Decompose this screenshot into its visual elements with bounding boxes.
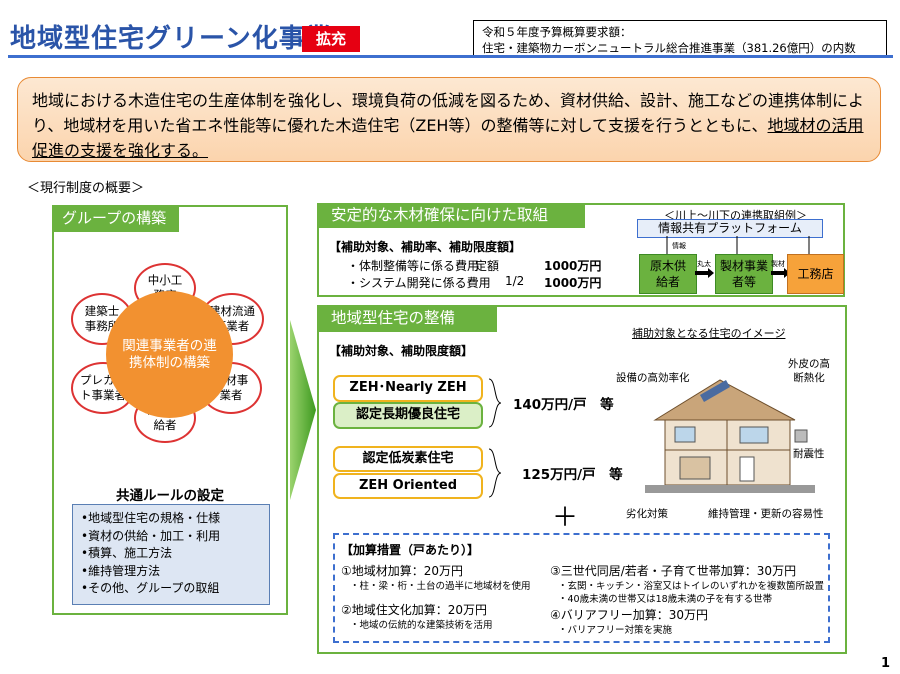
platform-box: 情報共有プラットフォーム <box>637 219 823 238</box>
image-title: 補助対象となる住宅のイメージ <box>632 327 786 340</box>
center-circle: 関連事業者の連携体制の構築 <box>106 291 233 418</box>
plus-sign: ＋ <box>552 503 579 533</box>
budget-line-2: 住宅・建築物カーボンニュートラル総合推進事業（381.26億円）の内数 <box>482 41 856 55</box>
label-insulation: 外皮の高断熱化 <box>788 358 830 384</box>
addon-note: ・柱・梁・桁・土台の過半に地域材を使用 <box>350 581 531 592</box>
flow-box-builder: 工務店 <box>787 254 844 294</box>
flow-arrow-icon <box>695 268 714 278</box>
wood-subtitle: 【補助対象、補助率、補助限度額】 <box>329 240 522 254</box>
intro-text: 地域における木造住宅の生産体制を強化し、環境負荷の低減を図るため、資材供給、設計… <box>32 91 865 135</box>
page-number: 1 <box>881 656 891 671</box>
budget-line-1: 令和５年度予算概算要求額： <box>482 25 632 39</box>
flow-arrow-icon <box>771 268 790 278</box>
rule-item: •維持管理方法 <box>81 563 161 578</box>
rule-item: •地域型住宅の規格・仕様 <box>81 511 221 525</box>
expansion-badge: 拡充 <box>302 26 360 52</box>
house-panel <box>317 305 847 654</box>
label-deterioration: 劣化対策 <box>626 508 668 520</box>
bracket-icon <box>488 378 502 428</box>
info-label: 情報 <box>672 242 686 250</box>
flow-box-label: 製材事業者等 <box>720 259 769 289</box>
rule-item: •積算、施工方法 <box>81 546 173 560</box>
addon-head: ②地域住文化加算：20万円 <box>341 603 488 617</box>
wood-row: ・体制整備等に係る費用 <box>347 257 479 274</box>
pill-low-carbon: 認定低炭素住宅 <box>333 446 483 472</box>
lumber-label: 製材 <box>771 260 785 268</box>
intro-box: 地域における木造住宅の生産体制を強化し、環境負荷の低減を図るため、資材供給、設計… <box>17 77 881 162</box>
pill-zeh-oriented: ZEH Oriented <box>333 473 483 499</box>
logs-label: 丸太 <box>697 260 711 268</box>
title-underline <box>8 55 893 58</box>
intro-emphasis: 地域材の活用促進の支援を強化する。 <box>32 116 864 160</box>
addons-title: 【加算措置（戸あたり）】 <box>341 543 480 557</box>
rules-title: 共通ルールの設定 <box>116 488 224 504</box>
addons-box <box>333 533 830 643</box>
house-illustration-icon <box>645 379 815 493</box>
label-equipment: 設備の高効率化 <box>616 372 690 384</box>
wood-row-rate: 定額 <box>475 259 500 273</box>
rules-box: •地域型住宅の規格・仕様 •資材の供給・加工・利用 •積算、施工方法 •維持管理… <box>72 504 270 605</box>
budget-box: 令和５年度予算概算要求額： 住宅・建築物カーボンニュートラル総合推進事業（381… <box>473 20 887 58</box>
wood-row-amount: 1000万円 <box>544 259 602 273</box>
right-arrow-icon <box>290 320 316 500</box>
wood-row-rate: 1/2 <box>505 274 525 288</box>
wood-row: ・システム開発に係る費用 <box>347 274 491 291</box>
center-label: 関連事業者の連携体制の構築 <box>122 337 217 371</box>
amount-125: 125万円/戸 等 <box>522 467 623 483</box>
group-title: グループの構築 <box>52 205 179 232</box>
pill-zeh: ZEH･Nearly ZEH <box>333 375 483 402</box>
addon-note: ・40歳未満の世帯又は18歳未満の子を有する世帯 <box>558 594 773 605</box>
house-subtitle: 【補助対象、補助限度額】 <box>329 344 474 358</box>
rule-item: •資材の供給・加工・利用 <box>81 528 221 543</box>
pill-long-term: 認定長期優良住宅 <box>333 402 483 429</box>
addon-head: ④バリアフリー加算：30万円 <box>550 608 709 622</box>
connector-lines <box>666 236 810 254</box>
rule-item: •その他、グループの取組 <box>81 581 220 595</box>
wood-title: 安定的な木材確保に向けた取組 <box>317 203 585 228</box>
amount-140: 140万円/戸 等 <box>513 397 614 413</box>
wood-row-label: ・システム開発に係る費用 <box>347 276 491 290</box>
house-title: 地域型住宅の整備 <box>317 305 497 332</box>
bracket-icon <box>488 448 502 498</box>
addon-head: ①地域材加算：20万円 <box>341 564 464 578</box>
addon-note: ・玄関・キッチン・浴室又はトイレのいずれかを複数箇所設置 <box>558 581 825 592</box>
addon-head: ③三世代同居/若者・子育て世帯加算：30万円 <box>550 564 797 578</box>
wood-row-amount: 1000万円 <box>544 276 602 290</box>
current-system-label: ＜現行制度の概要＞ <box>27 181 145 196</box>
addon-note: ・バリアフリー対策を実施 <box>558 625 673 636</box>
flow-box-label: 原木供給者 <box>650 259 687 289</box>
wood-row-label: ・体制整備等に係る費用 <box>347 259 480 273</box>
label-maintenance: 維持管理・更新の容易性 <box>708 508 824 520</box>
addon-note: ・地域の伝統的な建築技術を活用 <box>350 620 493 631</box>
flow-box-sawmill: 製材事業者等 <box>715 254 773 294</box>
flow-title: ＜川上～川下の連携取組例＞ <box>664 209 807 222</box>
flow-box-log-supplier: 原木供給者 <box>639 254 697 294</box>
label-seismic: 耐震性 <box>793 448 825 460</box>
page-title: 地域型住宅グリーン化事業 <box>10 24 333 54</box>
